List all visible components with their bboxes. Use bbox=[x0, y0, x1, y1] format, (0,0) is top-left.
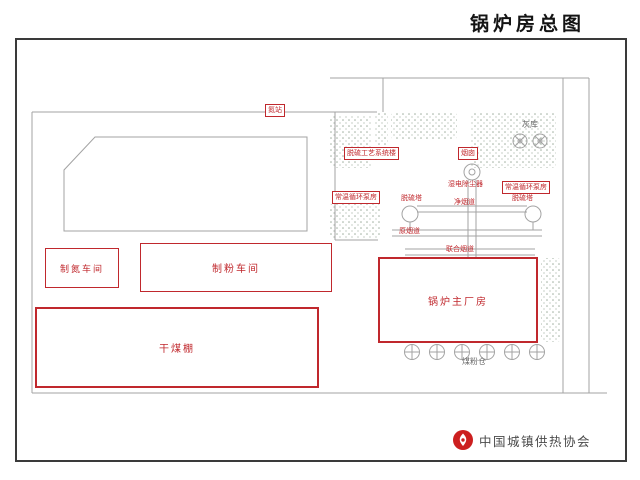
label-ash-storage: 灰库 bbox=[522, 120, 538, 129]
label-clean-flue: 净烟道 bbox=[454, 199, 475, 206]
tag-pump-room-right: 常温循环泵房 bbox=[502, 181, 550, 194]
drawing-frame: 制氮车间 制粉车间 干煤棚 锅炉主厂房 氮站 脱硫工艺系统楼 烟囱 常温循环泵房… bbox=[15, 38, 627, 462]
drawing-title: 锅炉房总图 bbox=[469, 14, 585, 35]
vacant-building-outline bbox=[63, 136, 308, 232]
label-combined-flue: 联合烟道 bbox=[446, 246, 474, 253]
label-coal-silo: 煤粉仓 bbox=[462, 357, 486, 366]
association-logo-icon bbox=[453, 430, 473, 450]
tag-nitrogen-station: 氮站 bbox=[265, 104, 285, 117]
tag-desulfurization-building: 脱硫工艺系统楼 bbox=[344, 147, 399, 160]
ash-silo-symbols bbox=[512, 133, 548, 149]
label-tower-right: 脱硫塔 bbox=[512, 195, 533, 202]
chimney-symbol bbox=[463, 163, 481, 181]
tag-chimney: 烟囱 bbox=[458, 147, 478, 160]
building-nitrogen-workshop: 制氮车间 bbox=[45, 248, 119, 288]
building-boiler-main-label: 锅炉主厂房 bbox=[428, 296, 488, 308]
building-nitrogen-label: 制氮车间 bbox=[59, 263, 104, 274]
tag-pump-room-left: 常温循环泵房 bbox=[332, 191, 380, 204]
flue-duct-lines bbox=[392, 180, 542, 257]
building-boiler-main: 锅炉主厂房 bbox=[378, 257, 538, 343]
building-coal-shed-label: 干煤棚 bbox=[159, 344, 195, 355]
building-dry-coal-shed: 干煤棚 bbox=[35, 307, 319, 388]
association-name: 中国城镇供热协会 bbox=[479, 434, 592, 449]
label-tower-left: 脱硫塔 bbox=[401, 195, 422, 202]
site-roads bbox=[31, 77, 607, 394]
building-milling-workshop: 制粉车间 bbox=[140, 243, 332, 292]
coal-silo-symbols bbox=[404, 344, 545, 360]
building-milling-label: 制粉车间 bbox=[212, 264, 260, 275]
desulfurization-tower-symbols bbox=[401, 205, 542, 223]
site-plan-linework bbox=[31, 77, 607, 394]
association-footer: 中国城镇供热协会 bbox=[452, 429, 591, 451]
label-wet-esp: 湿电除尘器 bbox=[448, 181, 483, 188]
label-raw-flue: 原烟道 bbox=[399, 228, 420, 235]
